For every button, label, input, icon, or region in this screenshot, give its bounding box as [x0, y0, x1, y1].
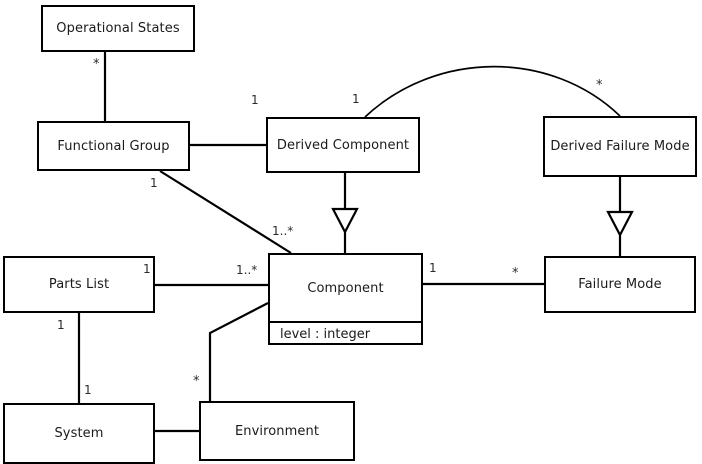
edge-line	[364, 65, 621, 118]
class-name-derived-failure-mode: Derived Failure Mode	[550, 139, 690, 154]
uml-class-environment[interactable]: Environment	[199, 401, 355, 461]
multiplicity-label-m-env-comp: *	[193, 374, 200, 389]
uml-class-parts-list[interactable]: Parts List	[3, 256, 155, 313]
uml-class-system[interactable]: System	[3, 403, 155, 464]
uml-class-failure-mode[interactable]: Failure Mode	[544, 256, 696, 313]
generalization-arrowhead-icon	[331, 207, 359, 235]
multiplicity-label-m-pl-sys: 1	[57, 318, 65, 332]
uml-class-component[interactable]: Component level : integer	[268, 253, 423, 345]
generalization-arrowhead-icon	[606, 210, 634, 238]
class-attributes-component: level : integer	[270, 321, 421, 346]
uml-class-derived-failure-mode[interactable]: Derived Failure Mode	[543, 116, 697, 177]
class-name-system: System	[54, 426, 104, 441]
multiplicity-label-m-dc-arc: 1	[352, 92, 360, 106]
multiplicity-label-m-comp-fm: 1	[429, 261, 437, 275]
multiplicity-label-m-sys-pl: 1	[84, 383, 92, 397]
multiplicity-label-m-fg-dc: 1	[251, 93, 259, 107]
association-derivedcomponent-component[interactable]	[331, 173, 359, 253]
multiplicity-label-m-dfm-arc: *	[596, 78, 603, 93]
multiplicity-label-m-fg-comp: 1	[150, 176, 158, 190]
multiplicity-label-m-comp-fg: 1..*	[272, 224, 294, 238]
class-name-parts-list: Parts List	[48, 277, 110, 292]
association-environment-component[interactable]	[208, 302, 269, 401]
multiplicity-label-m-opstates: *	[93, 57, 100, 72]
multiplicity-label-m-comp-pl: 1..*	[236, 263, 258, 277]
multiplicity-label-m-pl-comp: 1	[143, 262, 151, 276]
class-name-operational-states: Operational States	[56, 21, 180, 36]
association-functionalgroup-component[interactable]	[159, 170, 292, 254]
multiplicity-label-m-fm-comp: *	[512, 266, 519, 281]
uml-class-derived-component[interactable]: Derived Component	[266, 117, 420, 173]
uml-class-operational-states[interactable]: Operational States	[41, 5, 195, 52]
class-name-component: Component	[307, 280, 384, 296]
association-derivedfailuremode-failuremode[interactable]	[606, 177, 634, 256]
class-attribute: level : integer	[280, 327, 371, 342]
uml-class-functional-group[interactable]: Functional Group	[37, 121, 190, 171]
class-name-failure-mode: Failure Mode	[578, 277, 662, 292]
association-derivedcomponent-derivedfailuremode[interactable]	[364, 65, 621, 118]
class-name-derived-component: Derived Component	[276, 137, 410, 153]
edge-line	[159, 170, 292, 254]
class-name-functional-group: Functional Group	[57, 138, 170, 154]
edge-line	[208, 302, 269, 401]
class-name-environment: Environment	[234, 423, 320, 439]
